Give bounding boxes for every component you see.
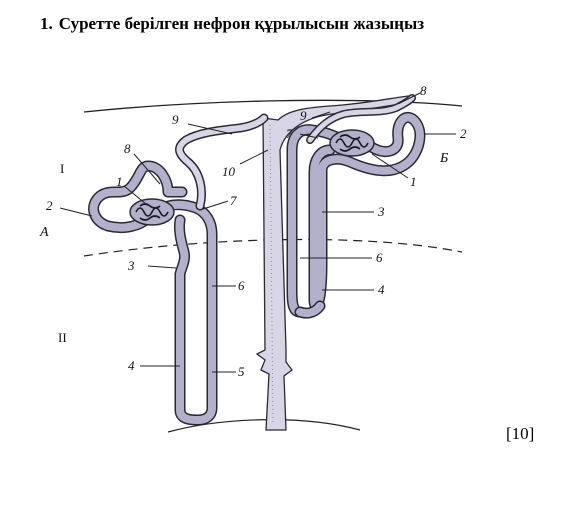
score-marker: [10] <box>506 424 535 443</box>
label-right-7: 7 <box>286 126 293 141</box>
label-right-4: 4 <box>378 282 385 297</box>
label-left-5: 5 <box>238 364 245 379</box>
label-left-9: 9 <box>172 112 179 127</box>
label-right-2: 2 <box>460 126 467 141</box>
zone-label-lower: II <box>58 330 67 345</box>
papilla-outline <box>167 419 361 433</box>
label-right-9: 9 <box>300 108 307 123</box>
left-nephron <box>88 113 269 426</box>
label-left-6: 6 <box>238 278 245 293</box>
label-left-4: 4 <box>128 358 135 373</box>
label-left-7: 7 <box>230 193 237 208</box>
right-nephron <box>286 94 426 319</box>
label-right-8: 8 <box>420 83 427 98</box>
zone-label-upper: I <box>60 161 64 176</box>
label-left-3: 3 <box>127 258 135 273</box>
zone-label-right: Б <box>439 151 448 166</box>
label-left-2: 2 <box>46 198 53 213</box>
kidney-capsule-line <box>83 99 463 113</box>
leader-lines <box>59 92 456 373</box>
label-left-8: 8 <box>124 141 131 156</box>
question-number: 1. <box>40 14 53 33</box>
label-10: 10 <box>222 164 236 179</box>
label-left-1: 1 <box>116 174 123 189</box>
label-right-6: 6 <box>376 250 383 265</box>
question-heading: 1. Суретте берілген нефрон құрылысын жазы… <box>40 14 424 34</box>
label-right-1: 1 <box>410 174 417 189</box>
zone-label-left: А <box>39 225 49 240</box>
label-right-3: 3 <box>377 204 385 219</box>
question-text: Суретте берілген нефрон құрылысын жазыңы… <box>58 14 425 33</box>
